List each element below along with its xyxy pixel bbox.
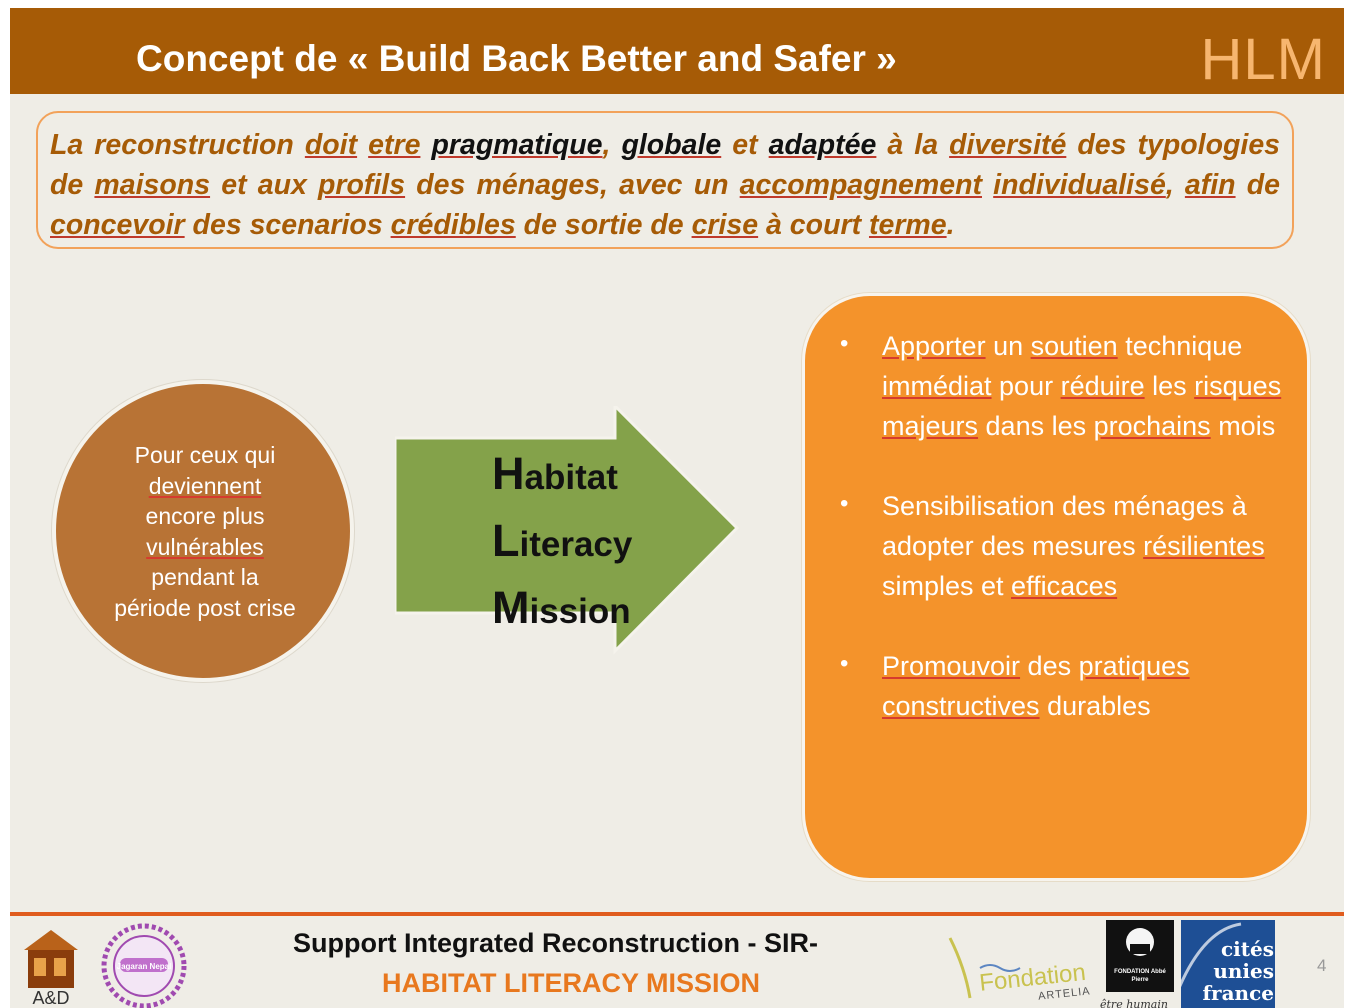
intro-seg: La reconstruction [50,129,305,161]
fondation-artelia-logo [948,937,1021,999]
intro-seg: à la [876,129,950,161]
circle-line: deviennent [148,472,262,499]
intro-seg: doit [304,129,358,161]
intro-seg: , [602,129,622,161]
circle-line: pendant la [151,564,259,590]
circle-line: Pour ceux qui [134,442,276,468]
objective-item: •Promouvoir des pratiques constructives … [840,646,1282,726]
intro-seg [357,129,368,161]
abbe-script-text: être humain [1100,998,1168,1008]
intro-seg: profils [317,169,406,201]
intro-seg: et aux [210,169,318,201]
bullet-dot: • [840,330,849,357]
intro-seg: des scenarios [184,209,391,241]
intro-seg [420,129,431,161]
intro-text: La reconstruction doit etre pragmatique,… [50,125,1280,245]
ad-logo: A&D [24,930,78,1008]
intro-seg: des typologies de [50,129,1281,201]
arrow-word-literacy: Literacy [492,515,633,566]
circle-text: Pour ceux qui deviennent encore plus vul… [70,440,340,623]
bullet-dot: • [840,490,849,517]
intro-seg: accompagnement [739,169,982,201]
header-bar: Concept de « Build Back Better and Safer… [10,8,1344,94]
intro-seg: crédibles [390,209,516,241]
objective-item: •Apporter un soutien technique immédiat … [840,326,1282,446]
ad-logo-text: A&D [32,988,69,1008]
intro-seg: individualisé [993,169,1166,201]
footer-subtitle: HABITAT LITERACY MISSION [382,968,760,998]
jagaran-nepal-seal: Jagaran Nepal [101,923,187,1008]
abbe-pierre-logo [1106,920,1174,992]
intro-seg: maisons [94,169,211,201]
intro-keyword: pragmatique [431,129,603,161]
arrow-word-mission: Mission [492,582,631,633]
intro-seg: de [1235,169,1280,201]
intro-seg: des ménages, avec un [405,169,740,201]
arrow-text: Habitat Literacy Mission [492,442,632,643]
intro-seg: concevoir [50,209,185,241]
intro-box: La reconstruction doit etre pragmatique,… [36,111,1294,249]
seal-text: Jagaran Nepal [117,962,172,971]
intro-keyword: globale [621,129,722,161]
objectives-list: •Apporter un soutien technique immédiat … [840,326,1282,766]
slide: Concept de « Build Back Better and Safer… [10,8,1344,1008]
intro-seg: terme [868,209,947,241]
circle-line: vulnérables [146,533,264,560]
footer-title: Support Integrated Reconstruction - SIR- [293,928,819,958]
page-number: 4 [1317,956,1327,975]
intro-seg: afin [1184,169,1236,201]
bullet-dot: • [840,650,849,677]
intro-seg: de sortie de [515,209,692,241]
intro-seg: diversité [949,129,1067,161]
arrow-word-habitat: Habitat [492,448,618,499]
slide-title: Concept de « Build Back Better and Safer… [136,38,897,79]
circle-line: période post crise [114,594,296,621]
objectives-box [802,293,1310,881]
cites-unies-text: cités unies france [1202,937,1274,1005]
intro-seg: à court [758,209,869,241]
intro-seg: , [1165,169,1185,201]
vulnerable-circle [52,380,354,682]
objective-item: •Sensibilisation des ménages à adopter d… [840,486,1282,606]
cites-unies-logo [1181,920,1275,1008]
footer-divider [10,912,1344,916]
intro-seg: . [946,209,955,241]
abbe-pierre-text: FONDATION Abbé Pierre [1114,969,1166,983]
hlm-arrow-shape [395,406,740,655]
intro-seg [982,169,993,201]
intro-keyword: adaptée [768,129,877,161]
intro-seg: etre [368,129,421,161]
circle-line: encore plus [145,503,265,529]
hlm-tag: HLM [1200,27,1326,92]
intro-seg: et [721,129,769,161]
intro-seg: crise [691,209,759,241]
